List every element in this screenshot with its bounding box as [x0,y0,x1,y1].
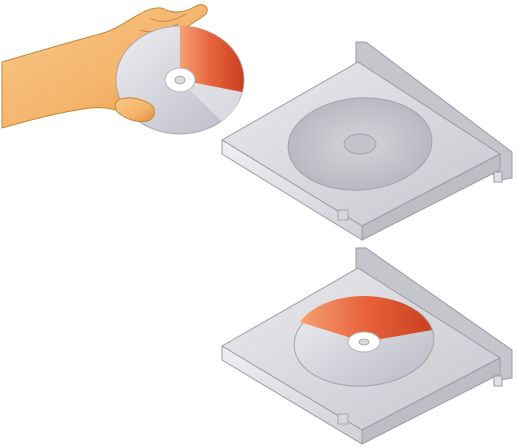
hand-holding-disc [2,5,244,134]
tray-empty [222,42,512,240]
tray-loaded [222,248,512,444]
